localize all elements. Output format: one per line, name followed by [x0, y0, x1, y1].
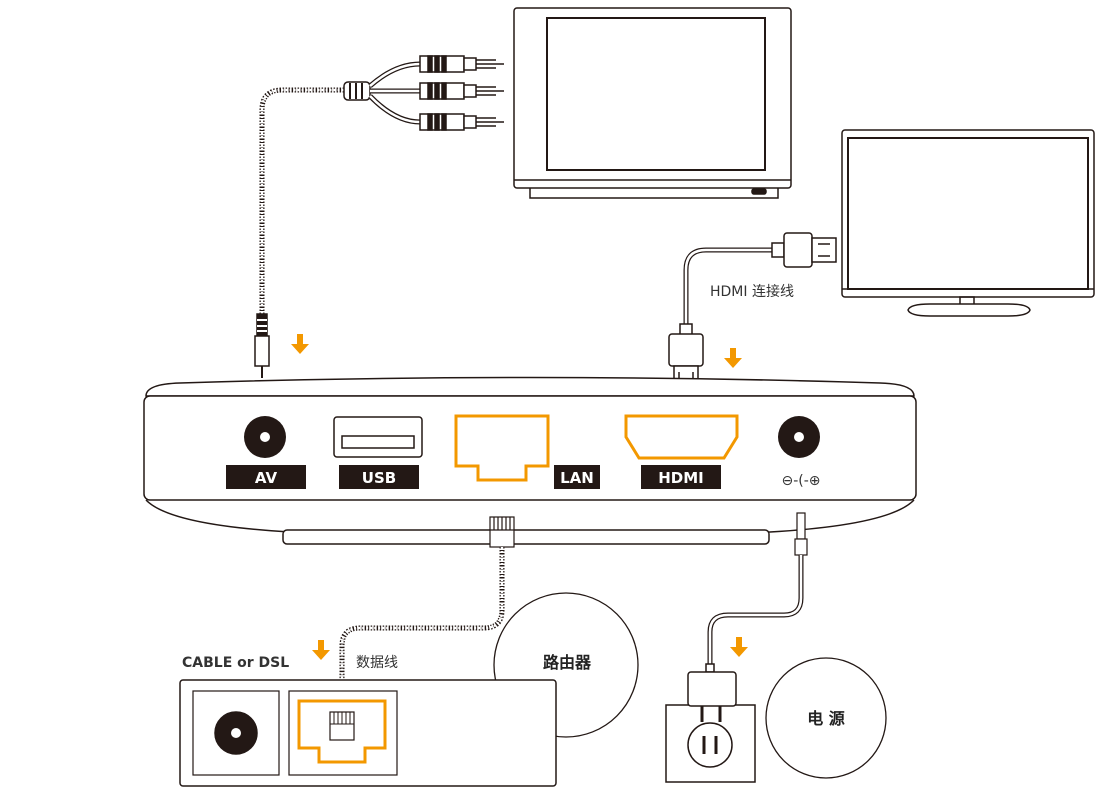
arrow-down-icon	[312, 640, 330, 660]
hdmi-cable	[683, 247, 780, 326]
power-cable	[707, 512, 808, 666]
cable-or-dsl-label: CABLE or DSL	[182, 655, 289, 671]
router-label: 路由器	[543, 653, 592, 672]
arrow-down-icon	[724, 348, 742, 368]
power-label: 电 源	[807, 709, 845, 728]
av-cable	[259, 61, 421, 314]
crt-tv	[513, 7, 792, 199]
router-device	[179, 679, 557, 787]
usb-port-label: USB	[362, 469, 396, 487]
power-port: ⊖-(-⊕	[778, 416, 821, 489]
power-adapter-icon	[687, 663, 737, 722]
av-port-label: AV	[255, 469, 278, 487]
hdmi-plug-icon	[668, 232, 837, 389]
wall-socket-icon	[665, 704, 756, 783]
arrow-down-icon	[730, 637, 748, 657]
av-port: AV	[226, 416, 306, 489]
rj45-plug-icon	[489, 516, 515, 548]
power-symbol: ⊖-(-⊕	[781, 473, 820, 489]
data-cable-label: 数据线	[356, 655, 398, 671]
power-callout: 电 源	[765, 657, 887, 779]
data-cable	[339, 547, 505, 712]
hdmi-port-label: HDMI	[658, 469, 704, 487]
rca-plug-icon	[419, 55, 504, 131]
usb-port: USB	[333, 416, 423, 489]
lan-port: LAN	[454, 414, 600, 489]
arrow-down-icon	[291, 334, 309, 354]
hdmi-cable-label: HDMI 连接线	[710, 283, 794, 300]
flat-tv	[841, 129, 1095, 317]
lan-port-label: LAN	[560, 469, 594, 487]
av-jack-plug	[254, 313, 270, 378]
hdmi-port: HDMI	[624, 414, 739, 489]
